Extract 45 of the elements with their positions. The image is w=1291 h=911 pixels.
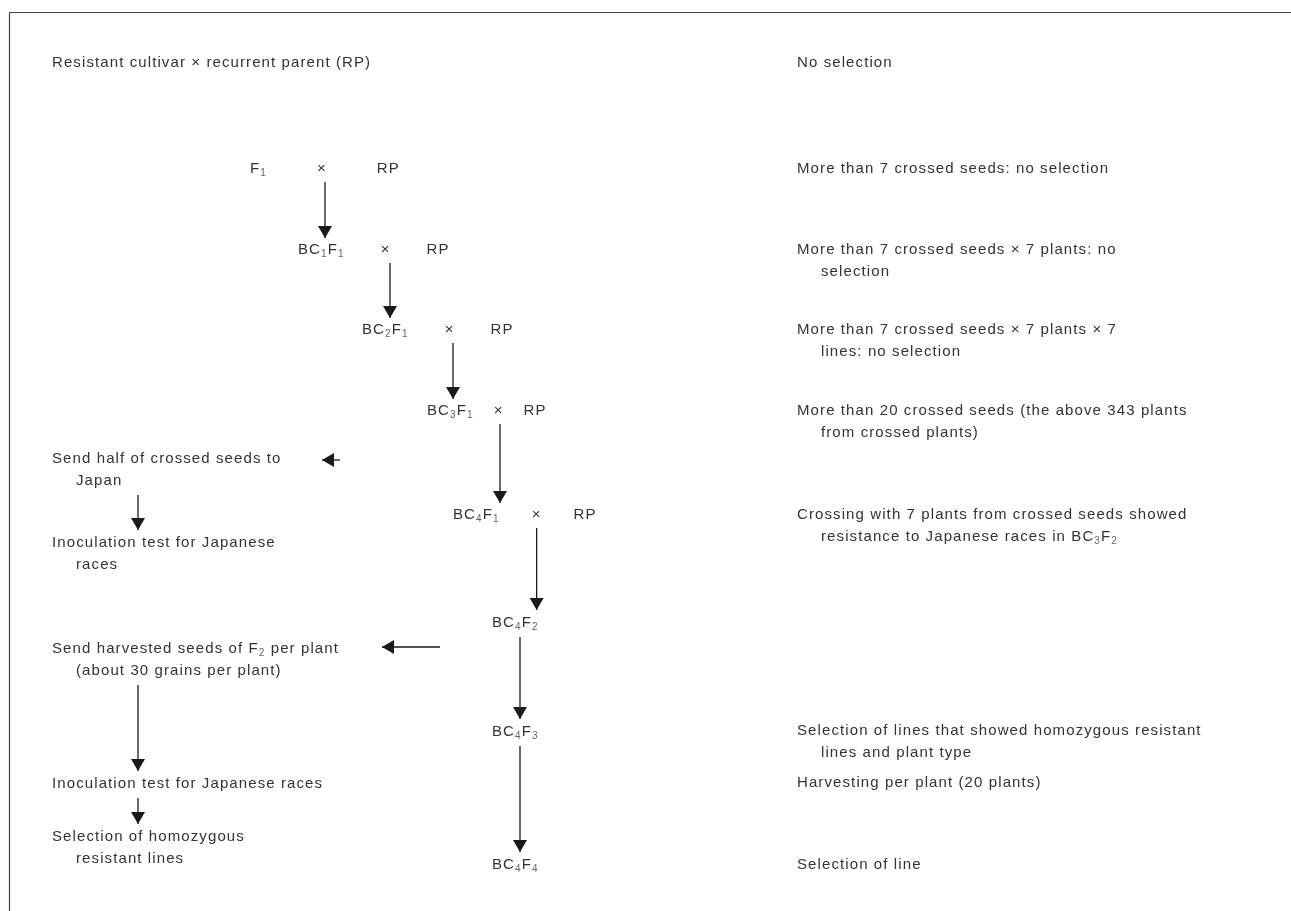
note-text: Selection of line (797, 854, 922, 874)
arrow (529, 527, 544, 611)
generation-label: BC$_{4}$F$_{3}$ (492, 720, 539, 742)
note-text: Harvesting per plant (20 plants) (797, 772, 1042, 792)
note-text: Selection of lines that showed homozygous resistant lines and plant type (797, 720, 1203, 762)
generation-label: RP (523, 400, 547, 420)
note-text: More than 7 crossed seeds: no selection (797, 158, 1110, 178)
generation-label: RP (573, 504, 597, 524)
generation-label: RP (490, 319, 514, 339)
generation-label: BC$_{4}$F$_{4}$ (492, 853, 539, 875)
generation-label: BC$_{1}$F$_{1}$ (298, 239, 345, 259)
note-text: More than 7 crossed seeds × 7 plants × 7 lines: no selection (797, 319, 1118, 361)
generation-label: BC$_{2}$F$_{1}$ (362, 319, 409, 339)
generation-label: RP (376, 158, 400, 178)
step-text: Send harvested seeds of F$_{2}$ per plant (about 30 grains per plant) (52, 637, 382, 681)
generation-label: RP (426, 239, 450, 259)
generation-label: BC$_{4}$F$_{1}$ (453, 504, 500, 524)
step-text: Send half of crossed seeds to Japan (52, 447, 322, 491)
arrow (446, 342, 460, 400)
note-text: Resistant cultivar × recurrent parent (RP) (52, 52, 372, 72)
arrow (131, 494, 145, 531)
generation-label: BC$_{3}$F$_{1}$ (427, 400, 474, 420)
note-text: More than 7 crossed seeds × 7 plants: no selection (797, 239, 1118, 281)
note-text: Crossing with 7 plants from crossed seeds showed resistance to Japanese races in BC$_{3}$F$_{2}$ (797, 504, 1189, 547)
arrow (131, 797, 145, 825)
arrow (513, 745, 527, 853)
step-text: Inoculation test for Japanese races (52, 531, 314, 575)
arrow (383, 262, 397, 319)
step-text: Inoculation test for Japanese races (52, 772, 482, 794)
arrow (493, 423, 507, 504)
note-text: No selection (797, 52, 893, 72)
arrow (318, 181, 332, 239)
cross-symbol: × (531, 504, 542, 524)
arrow (513, 636, 527, 720)
generation-label: F$_{1}$ (250, 158, 267, 178)
cross-symbol: × (444, 319, 455, 339)
note-text: More than 20 crossed seeds (the above 343 plants from crossed plants) (797, 400, 1189, 442)
cross-symbol: × (380, 239, 391, 259)
arrow (381, 640, 441, 654)
cross-symbol: × (493, 400, 504, 420)
generation-label: BC$_{4}$F$_{2}$ (492, 611, 539, 633)
arrow (321, 453, 341, 467)
arrow (131, 684, 145, 772)
step-text: Selection of homozygous resistant lines (52, 825, 314, 869)
cross-symbol: × (316, 158, 327, 178)
